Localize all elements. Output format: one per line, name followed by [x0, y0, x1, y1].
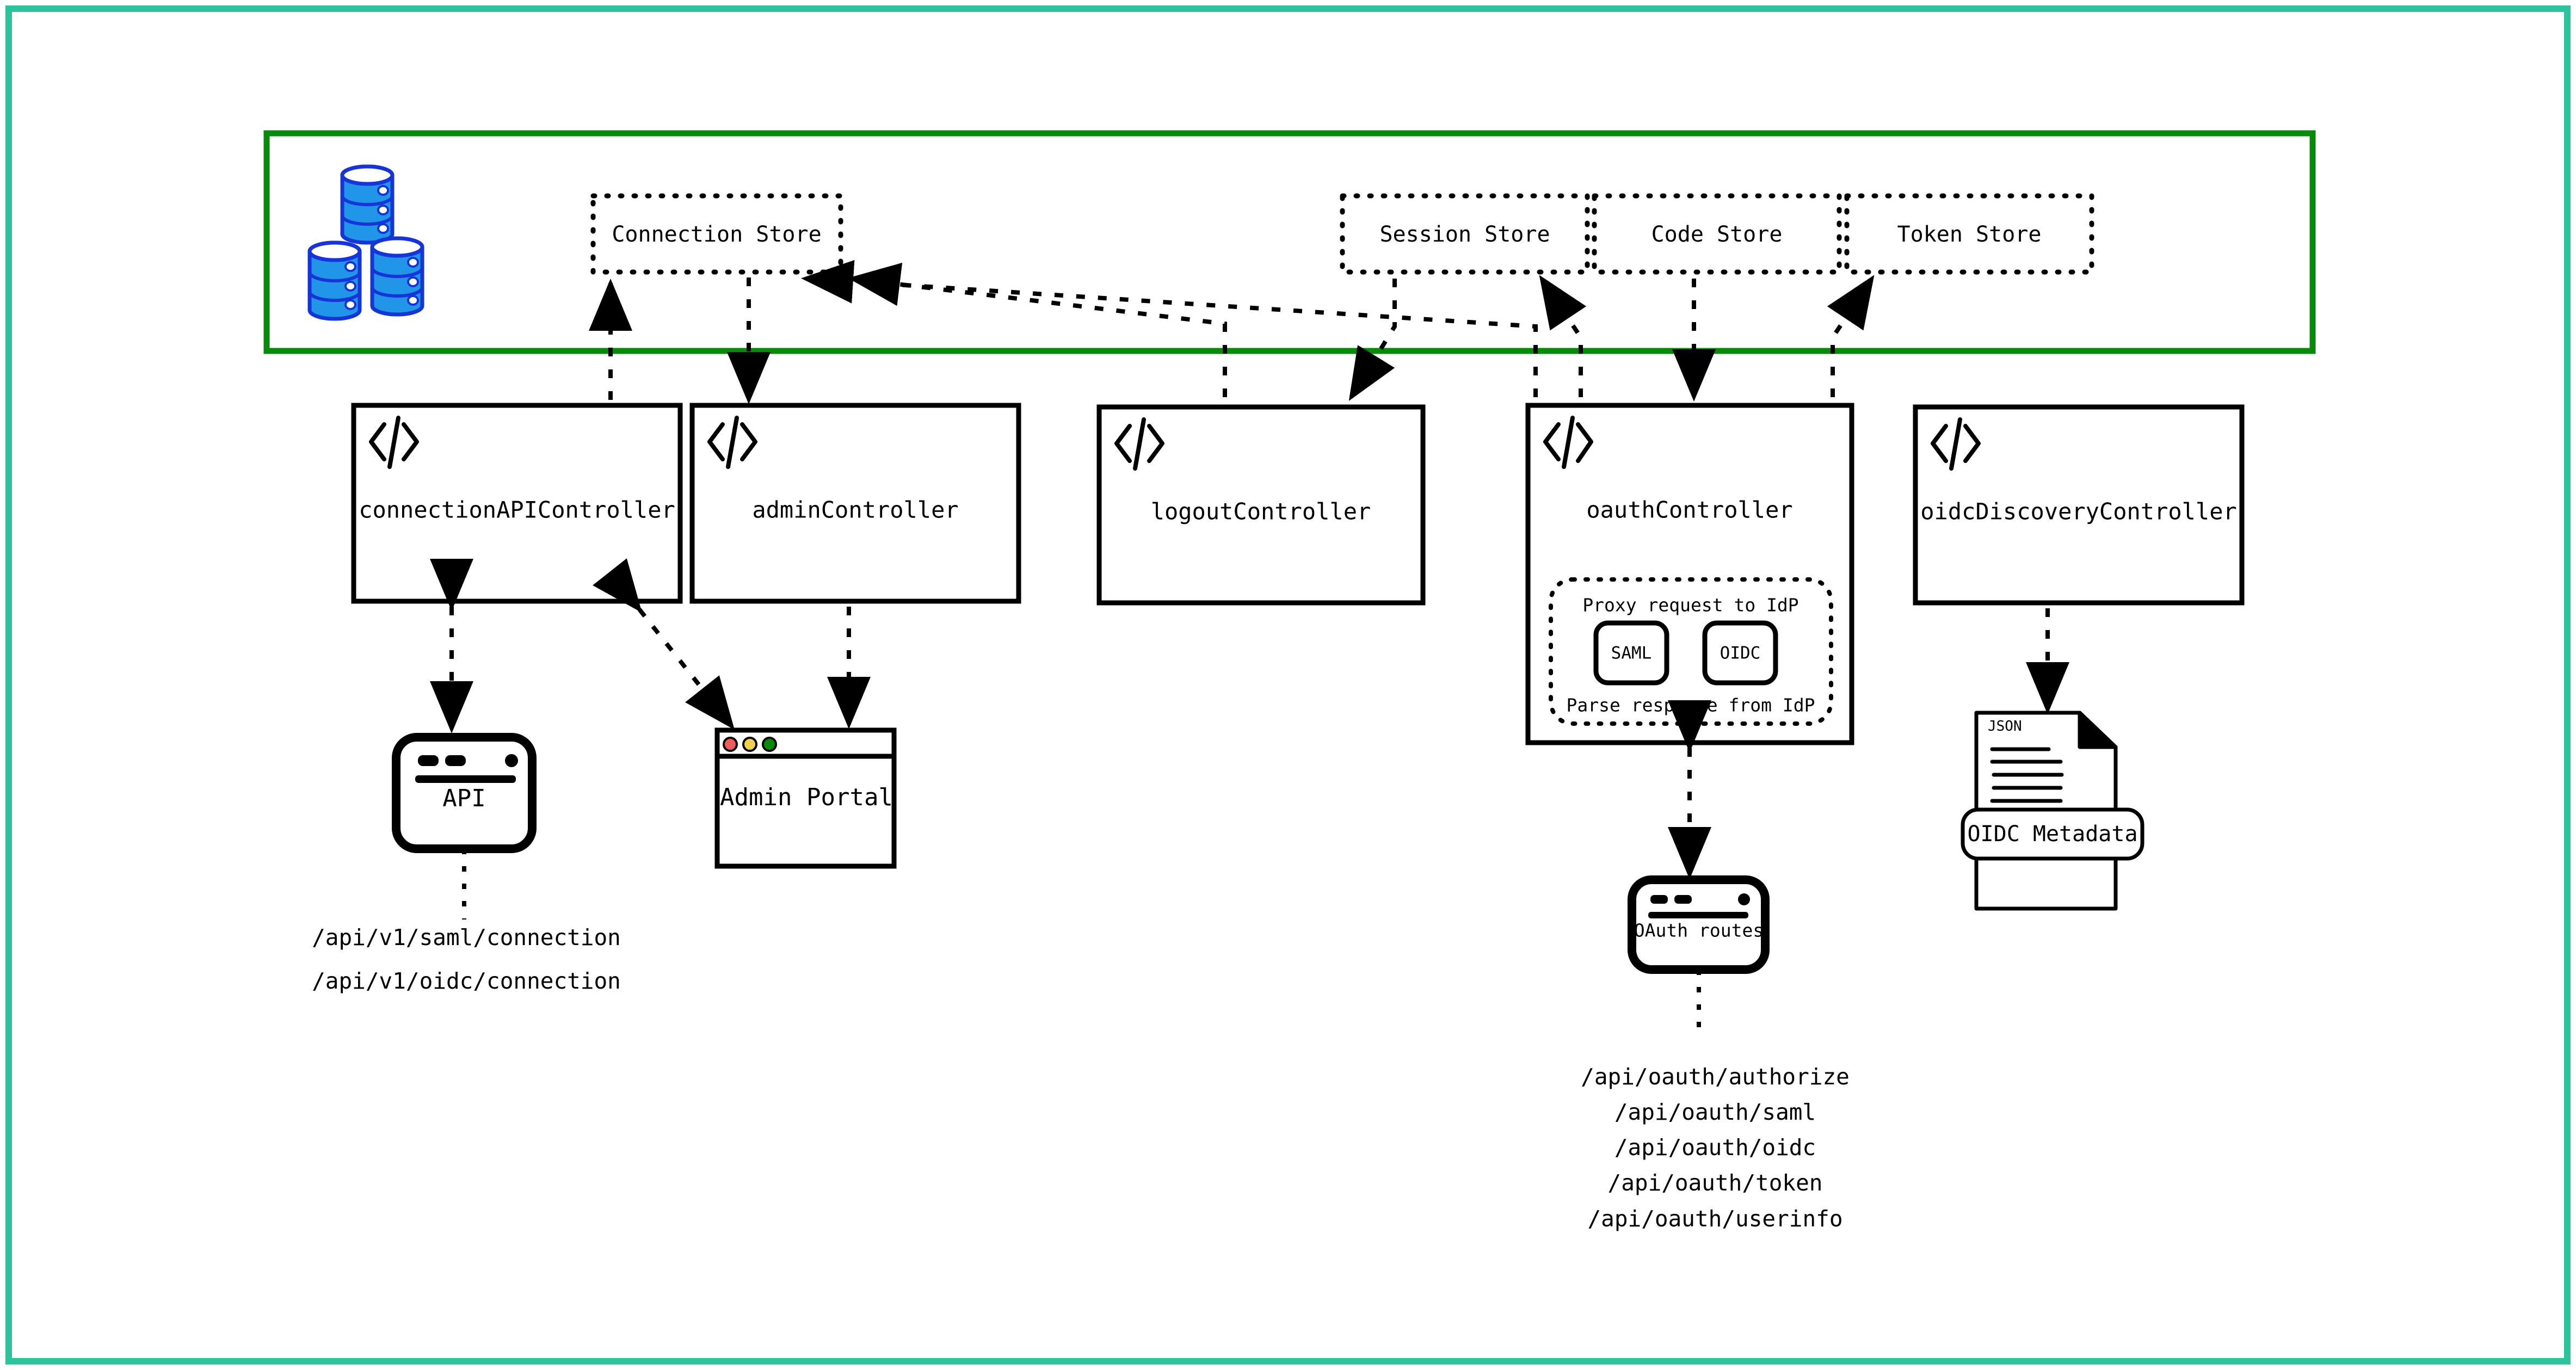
node-oauth-routes[interactable]: OAuth routes — [1628, 875, 1770, 974]
oauth-routes-label: OAuth routes — [1634, 920, 1764, 941]
controller-label: oauthController — [1586, 497, 1792, 523]
edge-logout-to-connstore — [848, 262, 1227, 397]
node-oauth-controller[interactable]: oauthController Proxy request to IdP SAM… — [1525, 403, 1854, 745]
endpoint-connection-api-1: /api/v1/oidc/connection — [312, 968, 621, 994]
protocol-box-saml[interactable]: SAML — [1593, 620, 1669, 686]
node-oidc-metadata[interactable]: JSON OIDC Metadata — [1961, 711, 2144, 911]
node-logout-controller[interactable]: logoutController — [1096, 404, 1426, 606]
node-admin-portal[interactable]: Admin Portal — [714, 727, 897, 869]
store-label: Code Store — [1651, 222, 1783, 247]
edge-oauth-to-connstore — [801, 260, 1538, 397]
code-brackets-icon — [1543, 416, 1593, 469]
endpoint-oauth-4: /api/oauth/userinfo — [1588, 1206, 1843, 1232]
api-label: API — [442, 785, 485, 812]
endpoint-oauth-2: /api/oauth/oidc — [1614, 1134, 1816, 1161]
database-stack-icon — [307, 164, 424, 321]
edge-layer-lower — [430, 558, 2069, 879]
edge-layer — [589, 260, 1875, 404]
admin-portal-label: Admin Portal — [720, 783, 893, 811]
endpoint-oauth-0: /api/oauth/authorize — [1581, 1064, 1850, 1090]
outer-frame — [5, 5, 2571, 1365]
controller-label: oidcDiscoveryController — [1920, 498, 2237, 525]
node-oidc-discovery-controller[interactable]: oidcDiscoveryController — [1913, 404, 2245, 606]
node-connection-api-controller[interactable]: connectionAPIController — [351, 403, 683, 604]
node-api[interactable]: API — [392, 733, 537, 853]
edge-connapi-to-adminportal — [593, 558, 735, 730]
store-session-store[interactable]: Session Store — [1340, 193, 1590, 275]
code-brackets-icon — [1114, 417, 1164, 471]
json-tag-label: JSON — [1988, 718, 2022, 735]
edge-sessionstore-to-logout — [1348, 279, 1397, 401]
store-connection-store[interactable]: Connection Store — [590, 193, 843, 275]
node-admin-controller[interactable]: adminController — [689, 403, 1021, 604]
code-brackets-icon — [369, 416, 419, 469]
store-label: Session Store — [1379, 222, 1550, 247]
protocol-label: SAML — [1611, 644, 1652, 663]
store-label: Connection Store — [612, 222, 821, 247]
code-brackets-icon — [707, 416, 757, 469]
controller-label: connectionAPIController — [359, 497, 675, 523]
proxy-group: Proxy request to IdP SAML OIDC Parse res… — [1549, 577, 1833, 726]
endpoint-oauth-1: /api/oauth/saml — [1614, 1099, 1816, 1125]
oidc-metadata-label: OIDC Metadata — [1967, 822, 2137, 847]
code-brackets-icon — [1931, 417, 1981, 471]
endpoint-connection-api-0: /api/v1/saml/connection — [312, 924, 621, 951]
store-label: Token Store — [1897, 222, 2042, 247]
proxy-top-text: Proxy request to IdP — [1582, 595, 1798, 616]
protocol-box-oidc[interactable]: OIDC — [1702, 620, 1778, 686]
endpoint-oauth-3: /api/oauth/token — [1608, 1170, 1823, 1196]
store-token-store[interactable]: Token Store — [1844, 193, 2094, 275]
protocol-label: OIDC — [1720, 644, 1761, 663]
proxy-bottom-text: Parse response from IdP — [1567, 695, 1815, 716]
store-code-store[interactable]: Code Store — [1592, 193, 1842, 275]
controller-label: logoutController — [1151, 498, 1371, 525]
controller-label: adminController — [752, 497, 958, 523]
